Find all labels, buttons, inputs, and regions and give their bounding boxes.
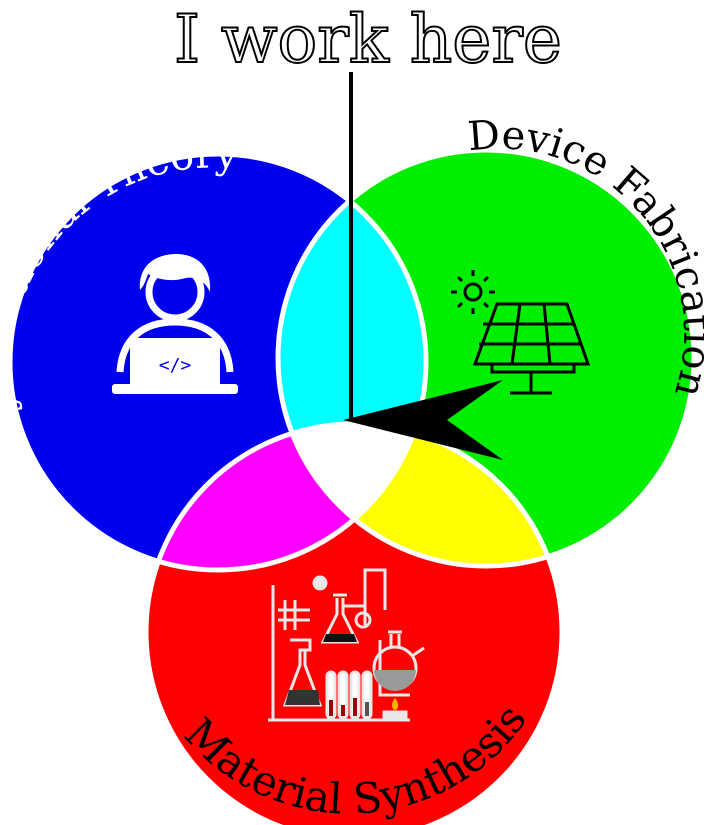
lab-glassware-icon [268, 568, 425, 722]
svg-text:</>: </> [159, 355, 192, 376]
solar-panel-icon [451, 270, 591, 395]
developer-laptop-icon: </> [112, 254, 238, 394]
overlap-dft-synthesis [146, 424, 426, 570]
overlap-device-synthesis [278, 424, 562, 566]
page-title: I work here [174, 1, 562, 78]
